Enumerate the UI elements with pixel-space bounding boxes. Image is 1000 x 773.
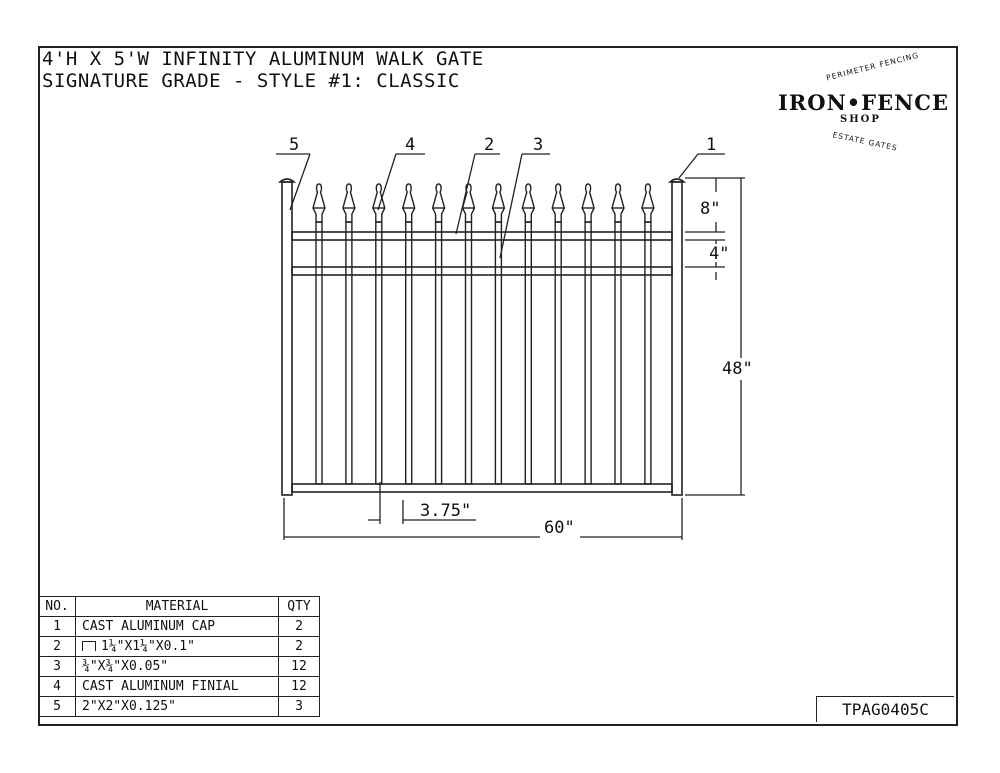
finial [461, 183, 476, 223]
table-row: 2 1¼"X1¼"X0.1" 2 [38, 636, 320, 657]
table-row: 5 2"X2"X0.125" 3 [38, 696, 320, 717]
left-post-cap [277, 178, 297, 183]
bottom-rail [291, 483, 673, 493]
table-row: 4 CAST ALUMINUM FINIAL 12 [38, 676, 320, 697]
top-rail [291, 231, 673, 241]
finial [431, 183, 446, 223]
bom-qty: 2 [278, 616, 320, 637]
company-logo: PERIMETER FENCING IRON•FENCE SHOP ESTATE… [770, 51, 960, 162]
bom-header-material: MATERIAL [75, 596, 279, 617]
bom-no: 2 [38, 636, 76, 657]
drawing-sheet-border [38, 46, 958, 726]
bom-qty: 12 [278, 656, 320, 677]
picket-shaft [434, 221, 443, 485]
u-channel-icon [82, 641, 96, 651]
bom-qty: 2 [278, 636, 320, 657]
picket-shaft [554, 221, 562, 485]
finial [521, 183, 536, 223]
picket [641, 183, 655, 485]
picket-shaft [644, 221, 652, 485]
callout-2: 2 [484, 135, 494, 155]
picket [461, 183, 476, 485]
picket [372, 183, 386, 485]
bom-no: 4 [38, 676, 76, 697]
picket-shaft [494, 221, 503, 485]
drawing-title: 4'H X 5'W INFINITY ALUMINUM WALK GATE [42, 48, 484, 70]
picket [521, 183, 536, 485]
bom-header-row: NO. MATERIAL QTY [38, 596, 320, 617]
bom-material: ¾"X¾"X0.05" [75, 656, 279, 677]
bom-no: 1 [38, 616, 76, 637]
bom-header-no: NO. [38, 596, 76, 617]
finial [342, 183, 356, 223]
table-row: 1 CAST ALUMINUM CAP 2 [38, 616, 320, 637]
dimension-picket-spacing: 3.75" [420, 501, 471, 521]
finial [641, 183, 655, 223]
picket-shaft [524, 221, 532, 485]
picket [611, 183, 625, 485]
bom-material-cell: 1¼"X1¼"X0.1" [75, 636, 279, 657]
logo-main-text: IRON•FENCE [778, 90, 950, 115]
dimension-rail-spacing: 4" [709, 244, 729, 264]
bom-header-qty: QTY [278, 596, 320, 617]
right-post [671, 181, 683, 496]
picket [342, 183, 356, 485]
picket-shaft [584, 221, 592, 485]
finial [611, 183, 625, 223]
bom-no: 3 [38, 656, 76, 677]
picket [551, 183, 565, 485]
finial [491, 183, 506, 223]
right-post-cap [667, 178, 687, 183]
bom-material: CAST ALUMINUM CAP [75, 616, 279, 637]
callout-5: 5 [289, 135, 299, 155]
picket-shaft [614, 221, 622, 485]
picket [312, 183, 326, 485]
logo-sub-text: SHOP [840, 114, 881, 125]
bom-material: 1¼"X1¼"X0.1" [101, 639, 195, 654]
drawing-number: TPAG0405C [816, 696, 954, 722]
picket [401, 183, 416, 485]
bom-no: 5 [38, 696, 76, 717]
finial [401, 183, 416, 223]
bom-qty: 3 [278, 696, 320, 717]
dimension-gate-height: 48" [722, 359, 753, 379]
picket-shaft [405, 221, 413, 485]
picket-shaft [464, 221, 473, 485]
picket [491, 183, 506, 485]
table-row: 3 ¾"X¾"X0.05" 12 [38, 656, 320, 677]
middle-rail [291, 266, 673, 276]
picket-shaft [315, 221, 323, 485]
finial [372, 183, 386, 223]
picket-shaft [345, 221, 353, 485]
bom-material: 2"X2"X0.125" [75, 696, 279, 717]
callout-4: 4 [405, 135, 415, 155]
pickets-group [312, 183, 655, 485]
picket [581, 183, 595, 485]
picket [431, 183, 446, 485]
bom-material: CAST ALUMINUM FINIAL [75, 676, 279, 697]
callout-3: 3 [533, 135, 543, 155]
bom-qty: 12 [278, 676, 320, 697]
dimension-finial-height: 8" [700, 199, 720, 219]
callout-1: 1 [706, 135, 716, 155]
picket-shaft [375, 221, 383, 485]
finial [581, 183, 595, 223]
drawing-subtitle: SIGNATURE GRADE - STYLE #1: CLASSIC [42, 70, 460, 92]
dimension-gate-width: 60" [544, 518, 575, 538]
bill-of-materials-table: NO. MATERIAL QTY 1 CAST ALUMINUM CAP 2 2… [38, 596, 320, 717]
left-post [281, 181, 293, 496]
finial [551, 183, 565, 223]
finial [312, 183, 326, 223]
